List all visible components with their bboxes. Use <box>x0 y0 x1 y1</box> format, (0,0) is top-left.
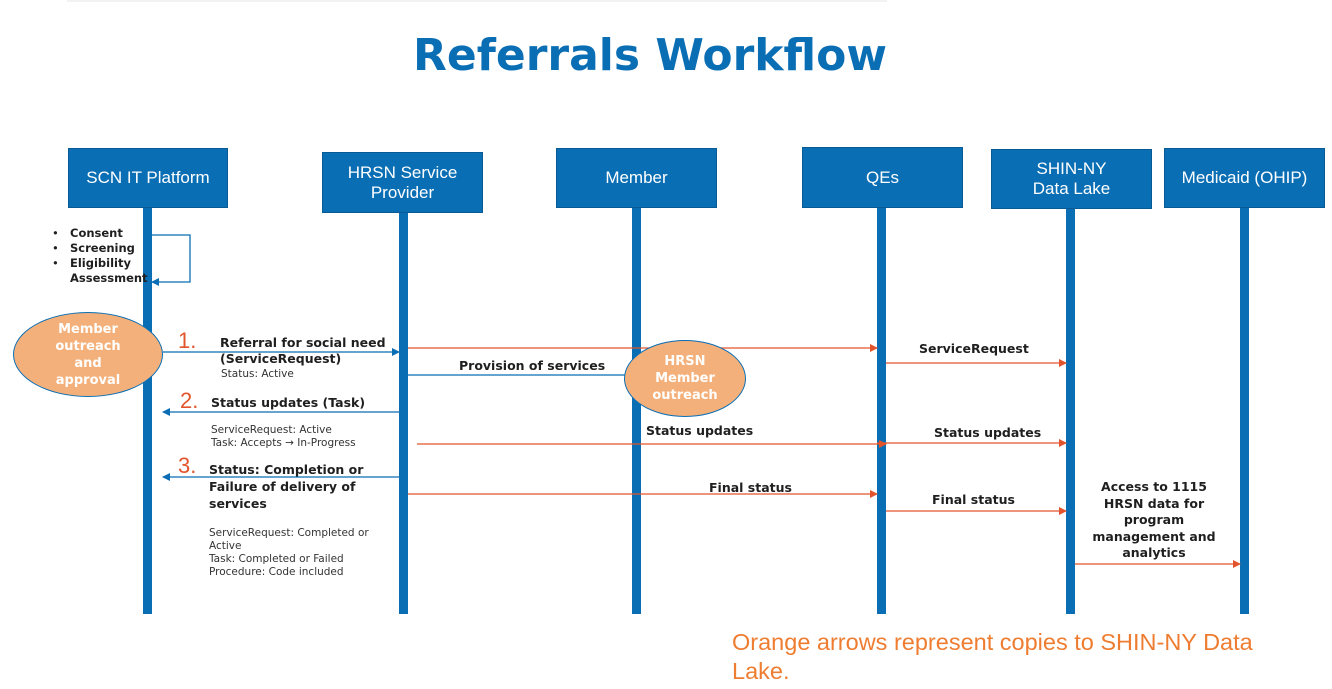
step-details: ServiceRequest: Completed or Active Task… <box>209 527 369 578</box>
actor-label: HRSN Service Provider <box>347 162 458 202</box>
status-updates-label-member: Status updates <box>646 423 754 438</box>
list-item: Screening <box>52 241 148 256</box>
member-outreach-oval: Member outreach and approval <box>13 312 163 397</box>
lifeline-shin-ny-data-lake <box>1066 209 1075 614</box>
top-rule <box>67 0 887 2</box>
actor-hrsn-service-provider: HRSN Service Provider <box>322 152 483 213</box>
step-number: 2. <box>180 388 199 413</box>
step-number: 3. <box>178 453 197 478</box>
actor-scn-it-platform: SCN IT Platform <box>68 148 228 208</box>
actor-label: Member <box>605 168 668 187</box>
step-number: 1. <box>178 328 197 353</box>
consent-screening-list: Consent Screening Eligibility Assessment <box>52 226 148 286</box>
lifeline-scn-it-platform <box>143 208 152 614</box>
actor-label: QEs <box>865 167 900 187</box>
final-status-label-shin: Final status <box>932 492 1015 507</box>
lifeline-medicaid-ohip <box>1240 208 1249 614</box>
actor-medicaid-ohip: Medicaid (OHIP) <box>1164 148 1325 208</box>
step-details: ServiceRequest: Active Task: Accepts → I… <box>211 424 356 449</box>
actor-qes: QEs <box>802 147 963 208</box>
list-item: Consent <box>52 226 148 241</box>
step-details: Status: Active <box>221 368 294 380</box>
service-request-label: ServiceRequest <box>919 341 1029 356</box>
oval-label: HRSN Member outreach <box>652 354 718 403</box>
status-updates-label-shin: Status updates <box>934 425 1042 440</box>
self-loop-arrow <box>151 234 191 286</box>
provision-label: Provision of services <box>459 358 606 373</box>
step-label: Status updates (Task) <box>211 395 366 410</box>
page-title: Referrals Workflow <box>412 30 888 81</box>
final-status-label-qes: Final status <box>709 480 792 495</box>
actor-shin-ny-data-lake: SHIN-NY Data Lake <box>991 149 1152 209</box>
list-item: Eligibility <box>52 256 148 271</box>
actor-label: SCN IT Platform <box>86 168 210 187</box>
actor-member: Member <box>556 148 717 208</box>
hrsn-member-outreach-oval: HRSN Member outreach <box>624 340 746 417</box>
step-label: Referral for social need (ServiceRequest… <box>220 335 386 366</box>
actor-label: SHIN-NY Data Lake <box>1032 159 1111 198</box>
lifeline-hrsn-service-provider <box>399 213 408 614</box>
lifeline-member <box>632 208 641 614</box>
oval-label: Member outreach and approval <box>55 321 121 388</box>
access-label: Access to 1115 HRSN data for program man… <box>1092 479 1216 560</box>
lifeline-qes <box>877 208 886 614</box>
actor-label: Medicaid (OHIP) <box>1181 168 1308 187</box>
footnote: Orange arrows represent copies to SHIN-N… <box>732 629 1253 684</box>
list-item: Assessment <box>70 271 148 285</box>
step-label: Status: Completion or Failure of deliver… <box>209 462 364 511</box>
